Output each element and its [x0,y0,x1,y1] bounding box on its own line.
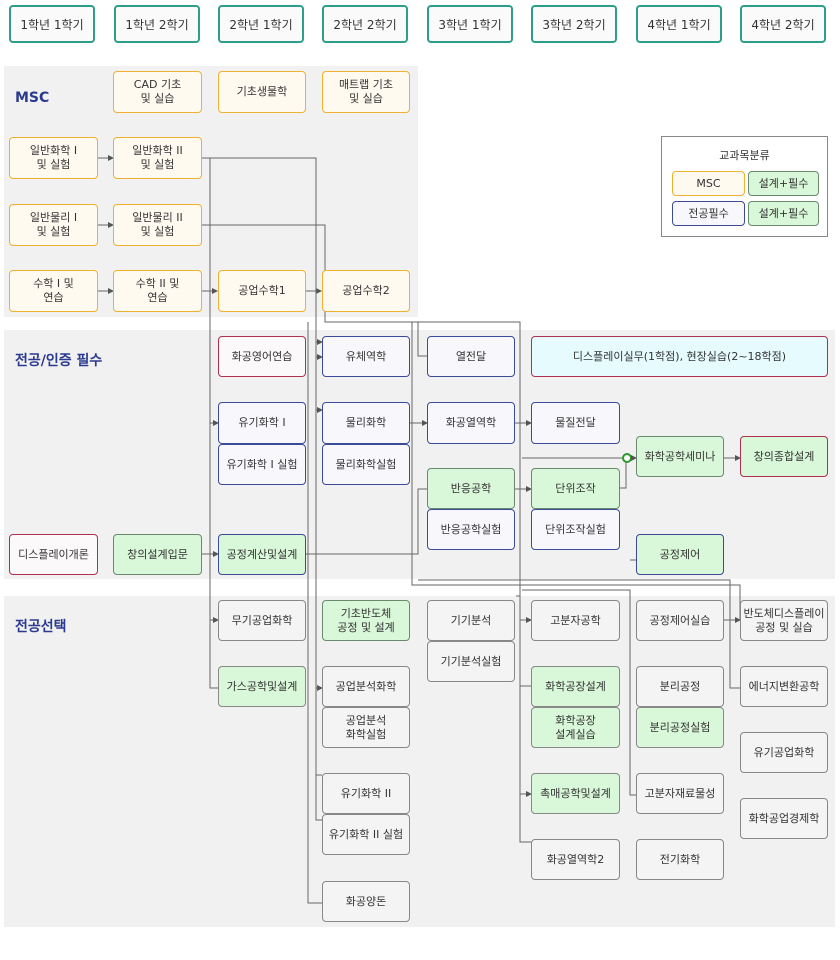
course-thermo: 화공열역학 [427,402,515,444]
course-chem1: 일반화학 I 및 실험 [9,137,98,179]
course-mass-transfer: 물질전달 [531,402,620,444]
course-eng-math1: 공업수학1 [218,270,306,312]
line-heat [417,322,427,357]
course-process-calc: 공정계산및설계 [218,534,306,575]
course-display-practice: 디스플레이실무(1학점), 현장실습(2~18학점) [531,336,828,377]
course-basic-bio: 기초생물학 [218,71,306,113]
course-org-chem2: 유기화학 II [322,773,410,814]
course-phys-chem-lab: 물리화학실험 [322,444,410,485]
course-cad: CAD 기초 및 실습 [113,71,202,113]
course-seminar: 화학공학세미나 [636,436,724,477]
course-gas-eng: 가스공학및설계 [218,666,306,707]
course-fluid: 유체역학 [322,336,410,377]
course-matlab: 매트랩 기초 및 실습 [322,71,410,113]
course-polymer-prop: 고분자재료물성 [636,773,724,814]
course-reaction-lab: 반응공학실험 [427,509,515,550]
course-plant-lab: 화학공장 설계실습 [531,707,620,748]
course-chem-eng-english: 화공영어연습 [218,336,306,377]
course-process-control: 공정제어 [636,534,724,575]
course-creative-design: 창의설계입문 [113,534,202,575]
course-org-chem1-lab: 유기화학 I 실험 [218,444,306,485]
course-chem2: 일반화학 II 및 실험 [113,137,202,179]
course-instrumental-lab: 기기분석실험 [427,641,515,682]
course-control-lab: 공정제어실습 [636,600,724,641]
course-reaction: 반응공학 [427,468,515,509]
course-display-intro: 디스플레이개론 [9,534,98,575]
course-org-industrial: 유기공업화학 [740,732,828,773]
line-phys2 [202,224,531,843]
line-chem2-org2 [202,157,322,821]
course-plant-design: 화학공장설계 [531,666,620,707]
semester-header-6: 3학년 2학기 [531,5,617,43]
section-title-msc: MSC [15,90,50,106]
course-semi-process: 기초반도체 공정 및 설계 [322,600,410,641]
course-heat: 열전달 [427,336,515,377]
semester-header-3: 2학년 1학기 [218,5,304,43]
course-unit-op-lab: 단위조작실험 [531,509,620,550]
course-phys2: 일반물리 II 및 실험 [113,204,202,246]
course-separation: 분리공정 [636,666,724,707]
course-unit-op: 단위조작 [531,468,620,509]
course-math2: 수학 II 및 연습 [113,270,202,312]
legend-design-2: 설계+필수 [748,201,819,226]
course-safety: 화공양돈 [322,881,410,922]
course-polymer: 고분자공학 [531,600,620,641]
section-title-elective: 전공선택 [15,619,67,635]
legend-title: 교과목분류 [719,149,770,162]
semester-header-5: 3학년 1학기 [427,5,513,43]
course-analytical: 공업분석화학 [322,666,410,707]
course-separation-lab: 분리공정실험 [636,707,724,748]
semester-header-1: 1학년 1학기 [9,5,95,43]
course-energy-conv: 에너지변환공학 [740,666,828,707]
legend-design-1: 설계+필수 [748,171,819,196]
course-chem-econ: 화학공업경제학 [740,798,828,839]
legend: 교과목분류 MSC 설계+필수 전공필수 설계+필수 [661,136,828,237]
course-eng-math2: 공업수학2 [322,270,410,312]
semester-header-4: 2학년 2학기 [322,5,408,43]
course-instrumental: 기기분석 [427,600,515,641]
course-phys-chem: 물리화학 [322,402,410,444]
course-phys1: 일반물리 I 및 실험 [9,204,98,246]
course-catalyst: 촉매공학및설계 [531,773,620,814]
course-analytical-lab: 공업분석 화학실험 [322,707,410,748]
course-capstone: 창의종합설계 [740,436,828,477]
course-inorganic: 무기공업화학 [218,600,306,641]
legend-major-required: 전공필수 [672,201,745,226]
line-safety [307,322,322,904]
course-math1: 수학 I 및 연습 [9,270,98,312]
course-org-chem1: 유기화학 I [218,402,306,444]
semester-header-7: 4학년 1학기 [636,5,722,43]
semester-header-8: 4학년 2학기 [740,5,826,43]
course-electrochem: 전기화학 [636,839,724,880]
course-thermo2: 화공열역학2 [531,839,620,880]
course-org-chem2-lab: 유기화학 II 실험 [322,814,410,855]
course-semi-display: 반도체디스플레이 공정 및 실습 [740,600,828,641]
semester-header-2: 1학년 2학기 [114,5,200,43]
legend-msc: MSC [672,171,745,196]
section-title-required: 전공/인증 필수 [15,353,103,369]
